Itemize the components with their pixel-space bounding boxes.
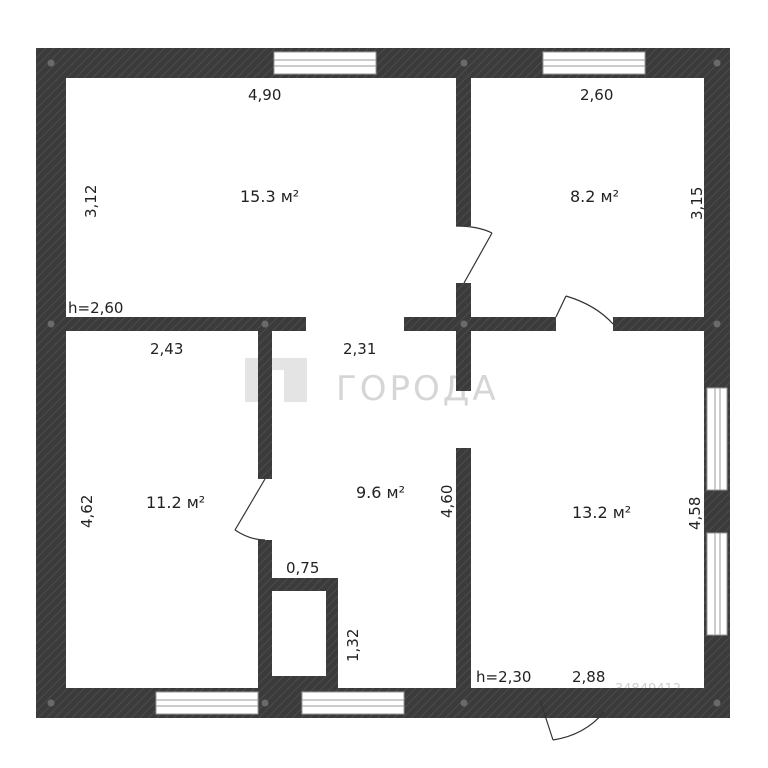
inner-wall: [456, 283, 471, 391]
dimension-top-right-width: 2,60: [580, 86, 613, 104]
dimension-closet-width: 0,75: [286, 559, 319, 577]
dimension-top-left-height: 3,12: [82, 185, 100, 218]
room-area-bedroom-left: 11.2 м²: [146, 493, 205, 512]
door-entrance: [539, 699, 605, 741]
watermark-brand: ГОРОДА: [336, 369, 499, 409]
window-bottom-left: [155, 691, 259, 715]
door-living-to-bedroom: [455, 225, 493, 284]
window-right-upper: [706, 387, 728, 491]
dimension-top-right-height: 3,15: [688, 187, 706, 220]
window-bottom-center: [301, 691, 405, 715]
inner-wall: [258, 331, 272, 479]
dimension-top-left-width: 4,90: [248, 86, 281, 104]
watermark: ГОРОДА 34849412: [245, 358, 681, 697]
closet-wall: [258, 578, 338, 591]
walls: [36, 48, 730, 718]
wall-joints: [47, 59, 721, 707]
dimension-left-room-width: 2,43: [150, 340, 183, 358]
dimension-bottom-right-width: 2,88: [572, 668, 605, 686]
outer-wall-left: [36, 48, 66, 718]
room-area-bedroom-small: 8.2 м²: [570, 187, 619, 206]
windows: [155, 51, 728, 715]
dimension-left-room-height: 4,62: [78, 495, 96, 528]
inner-wall: [613, 317, 704, 331]
window-top-right: [542, 51, 646, 75]
doors: [234, 225, 614, 741]
inner-wall: [456, 448, 471, 688]
closet-wall: [258, 676, 338, 688]
room-labels: 15.3 м² 8.2 м² 11.2 м² 9.6 м² 13.2 м²: [146, 187, 631, 522]
room-area-living: 15.3 м²: [240, 187, 299, 206]
dimension-ceiling-height-top: h=2,60: [68, 299, 123, 317]
inner-wall: [404, 317, 556, 331]
closet-wall: [326, 578, 338, 688]
dimension-labels: 4,90 2,60 3,12 3,15 h=2,60 2,43 2,31 4,6…: [68, 86, 706, 686]
inner-wall: [258, 540, 272, 688]
dimension-right-room-height: 4,58: [686, 497, 704, 530]
inner-wall: [66, 317, 306, 331]
window-top-left: [273, 51, 377, 75]
room-area-kitchen: 13.2 м²: [572, 503, 631, 522]
dimension-ceiling-height-bottom: h=2,30: [476, 668, 531, 686]
room-area-hall: 9.6 м²: [356, 483, 405, 502]
inner-wall: [456, 78, 471, 226]
dimension-hall-height: 4,60: [438, 485, 456, 518]
door-hall-to-bedroom-small: [555, 295, 614, 325]
window-right-lower: [706, 532, 728, 636]
dimension-closet-height: 1,32: [344, 629, 362, 662]
dimension-hall-width: 2,31: [343, 340, 376, 358]
door-hall-to-bedroom-left: [234, 478, 266, 541]
